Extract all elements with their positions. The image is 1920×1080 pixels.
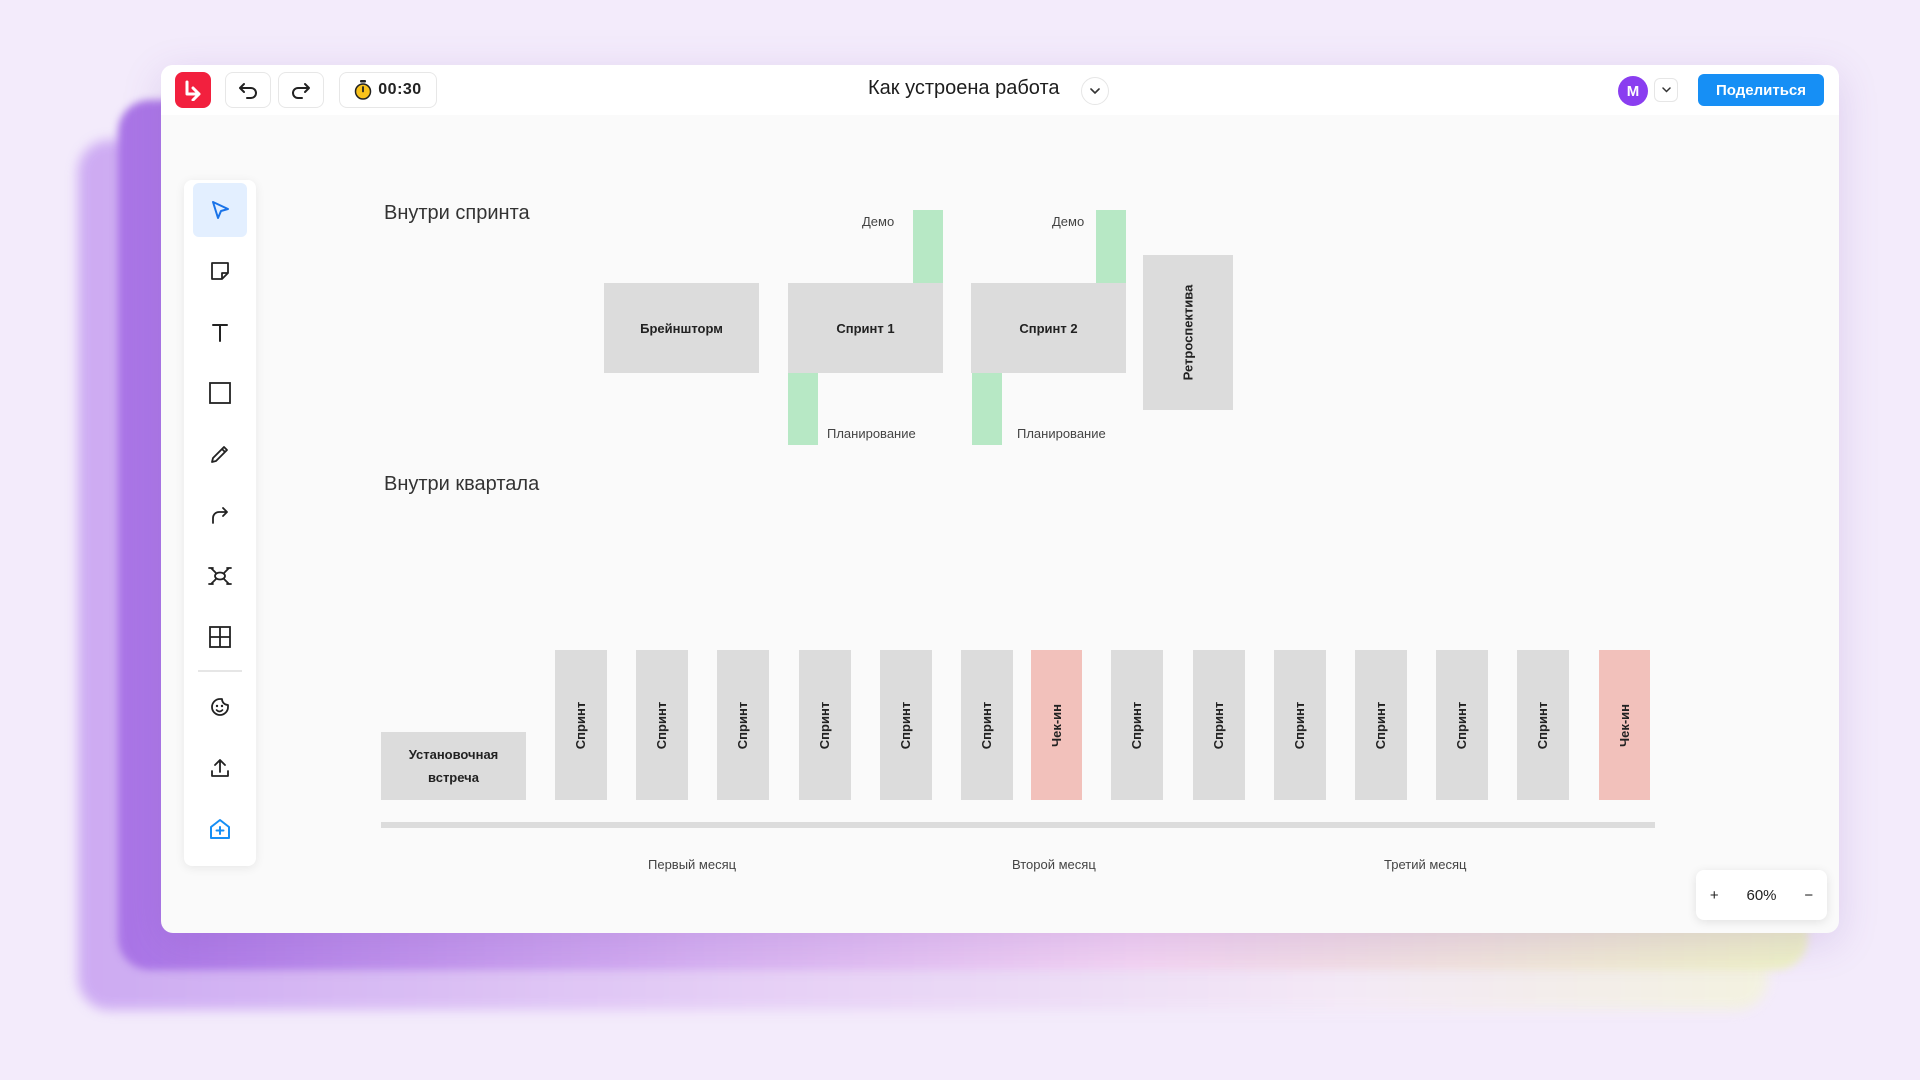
kickoff-label-line2: встреча (428, 770, 479, 785)
redo-icon (292, 83, 310, 99)
demo-bar-2[interactable] (1096, 210, 1126, 283)
sprint-column-card[interactable]: Спринт (961, 650, 1013, 800)
tool-text[interactable] (193, 305, 247, 359)
pen-icon (211, 446, 228, 463)
sprint1-card[interactable]: Спринт 1 (788, 283, 943, 373)
tool-connector[interactable] (193, 488, 247, 542)
stopwatch-icon (355, 80, 372, 100)
timer-button[interactable]: 00:30 (339, 72, 437, 108)
brainstorm-card[interactable]: Брейншторм (604, 283, 759, 373)
tool-table[interactable] (193, 610, 247, 664)
sticky-note-icon (211, 262, 229, 280)
sprint-column-card[interactable]: Спринт (636, 650, 688, 800)
column-label: Спринт (1535, 701, 1551, 749)
column-label: Спринт (573, 701, 589, 749)
timer-value: 00:30 (378, 81, 422, 98)
demo-label-1[interactable]: Демо (862, 214, 895, 229)
upload-icon (211, 759, 229, 777)
tool-rectangle[interactable] (193, 366, 247, 420)
logo-icon (185, 80, 201, 101)
column-label: Спринт (735, 701, 751, 749)
tool-add-template[interactable] (193, 802, 247, 856)
column-label: Спринт (817, 701, 833, 749)
column-label: Чек-ин (1048, 703, 1064, 747)
sprint-column-card[interactable]: Спринт (717, 650, 769, 800)
column-label: Спринт (1373, 701, 1389, 749)
connector-icon (212, 507, 228, 524)
user-avatar[interactable]: M (1618, 76, 1648, 106)
zoom-in-button[interactable]: + (1709, 886, 1719, 904)
sprint-column-card[interactable]: Спринт (1111, 650, 1163, 800)
quarter-timeline (381, 822, 1655, 828)
top-bar: 00:30 Как устроена работа M Поделиться (161, 65, 1839, 115)
user-menu-dropdown[interactable] (1654, 78, 1678, 102)
board-title-dropdown[interactable] (1081, 77, 1109, 105)
planning-bar-1[interactable] (788, 373, 818, 445)
tool-sticky-note[interactable] (193, 244, 247, 298)
planning-label-2[interactable]: Планирование (1017, 426, 1106, 441)
month-label-1[interactable]: Первый месяц (648, 857, 737, 872)
section-title-sprint[interactable]: Внутри спринта (384, 202, 530, 224)
table-icon (209, 626, 231, 648)
chevron-down-icon (1090, 87, 1100, 94)
board-title[interactable]: Как устроена работа (868, 77, 1060, 99)
sprint-column-card[interactable]: Спринт (1274, 650, 1326, 800)
undo-button[interactable] (225, 72, 271, 108)
undo-icon (239, 83, 257, 99)
checkin-card[interactable]: Чек-ин (1031, 650, 1082, 800)
board-canvas[interactable]: Внутри спринта Демо Демо Брейншторм Спри… (161, 115, 1839, 933)
sprint-column-card[interactable]: Спринт (555, 650, 607, 800)
sprint-column-card[interactable]: Спринт (799, 650, 851, 800)
select-icon (212, 201, 229, 219)
sprint-column-card[interactable]: Спринт (1193, 650, 1245, 800)
sprint2-card[interactable]: Спринт 2 (971, 283, 1126, 373)
add-template-icon (210, 819, 230, 839)
column-label: Спринт (1292, 701, 1308, 749)
month-label-2[interactable]: Второй месяц (1012, 857, 1096, 872)
zoom-control: + 60% − (1696, 870, 1827, 920)
tool-upload[interactable] (193, 741, 247, 795)
month-label-3[interactable]: Третий месяц (1384, 857, 1467, 872)
sprint-column-card[interactable]: Спринт (1517, 650, 1569, 800)
tool-mindmap[interactable] (193, 549, 247, 603)
checkin-card[interactable]: Чек-ин (1599, 650, 1650, 800)
text-icon (212, 324, 228, 342)
rectangle-icon (209, 382, 231, 404)
sticker-icon (211, 698, 229, 716)
app-window: 00:30 Как устроена работа M Поделиться (161, 65, 1839, 933)
planning-bar-2[interactable] (972, 373, 1002, 445)
kickoff-label-line1: Установочная (408, 747, 499, 762)
column-label: Спринт (979, 701, 995, 749)
sprint-column-card[interactable]: Спринт (1355, 650, 1407, 800)
mindmap-icon (208, 567, 232, 585)
column-label: Спринт (898, 701, 914, 749)
kickoff-card[interactable]: Установочная встреча (381, 732, 526, 800)
chevron-down-icon (1661, 87, 1671, 93)
column-label: Чек-ин (1616, 703, 1632, 747)
demo-bar-1[interactable] (913, 210, 943, 283)
sprint-column-card[interactable]: Спринт (880, 650, 932, 800)
demo-label-2[interactable]: Демо (1052, 214, 1085, 229)
zoom-out-button[interactable]: − (1804, 886, 1814, 904)
planning-label-1[interactable]: Планирование (827, 426, 916, 441)
share-button[interactable]: Поделиться (1698, 74, 1824, 106)
column-label: Спринт (654, 701, 670, 749)
toolbar-divider (198, 670, 242, 672)
tool-pen[interactable] (193, 427, 247, 481)
retro-card[interactable]: Ретроспектива (1143, 255, 1233, 410)
zoom-level[interactable]: 60% (1746, 886, 1777, 904)
tool-sticker[interactable] (193, 680, 247, 734)
tool-select[interactable] (193, 183, 247, 237)
left-toolbar (184, 180, 256, 866)
retro-label: Ретроспектива (1180, 284, 1196, 381)
redo-button[interactable] (278, 72, 324, 108)
app-logo[interactable] (175, 72, 211, 108)
column-label: Спринт (1211, 701, 1227, 749)
column-label: Спринт (1129, 701, 1145, 749)
column-label: Спринт (1454, 701, 1470, 749)
sprint-column-card[interactable]: Спринт (1436, 650, 1488, 800)
section-title-quarter[interactable]: Внутри квартала (384, 473, 540, 495)
